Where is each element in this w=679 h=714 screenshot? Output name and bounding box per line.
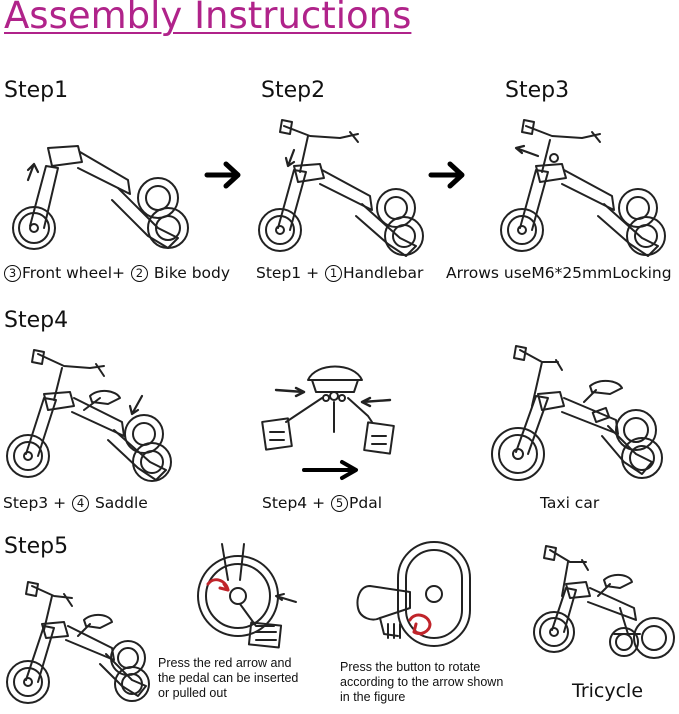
part-number-badge: 3 (4, 265, 21, 282)
step4-caption: Step3 + 4 Saddle (3, 494, 148, 512)
caption-text: Front wheel+ (22, 264, 125, 282)
part-number-badge: 2 (130, 265, 148, 282)
pedal-release-note: Press the red arrow and the pedal can be… (158, 656, 338, 701)
step4-illustration (4, 344, 172, 484)
caption-text: Pdal (349, 494, 383, 512)
caption-text: Bike body (153, 264, 231, 282)
pedal-release-illustration (184, 540, 304, 650)
note-line: Press the red arrow and (158, 656, 292, 670)
step4-pedal-illustration (258, 358, 398, 480)
note-line: or pulled out (158, 686, 227, 700)
button-rotate-note: Press the button to rotate according to … (340, 660, 540, 705)
note-line: according to the arrow shown (340, 675, 504, 689)
part-number-badge: 4 (72, 495, 90, 512)
arrow-1-2 (204, 160, 242, 190)
tricycle-illustration (524, 538, 676, 664)
caption-text: Step1 + (256, 264, 320, 282)
step2-illustration (250, 112, 420, 260)
part-number-badge: 5 (331, 495, 349, 512)
note-line: Press the button to rotate (340, 660, 481, 674)
step3-illustration (492, 112, 662, 260)
taxi-car-illustration (486, 336, 662, 486)
step3-label: Step3 (505, 78, 570, 103)
arrow-2-3 (428, 160, 466, 190)
note-line: in the figure (340, 690, 406, 704)
step3-caption: Arrows useM6*25mmLocking (446, 264, 672, 282)
caption-text: Saddle (94, 494, 148, 512)
taxi-car-caption: Taxi car (540, 494, 600, 512)
tricycle-caption: Tricycle (572, 680, 644, 702)
step2-label: Step2 (261, 78, 326, 103)
caption-text: Handlebar (343, 264, 424, 282)
button-rotate-illustration (350, 538, 480, 654)
page-title: Assembly Instructions (4, 0, 412, 37)
step4-label: Step4 (4, 308, 69, 333)
step5-label: Step5 (4, 534, 69, 559)
step1-label: Step1 (4, 78, 69, 103)
part-number-badge: 1 (325, 265, 343, 282)
caption-text: Step3 + (3, 494, 67, 512)
step1-illustration (8, 128, 193, 260)
step5-illustration (2, 574, 152, 706)
note-line: the pedal can be inserted (158, 671, 299, 685)
caption-text: Step4 + (262, 494, 326, 512)
